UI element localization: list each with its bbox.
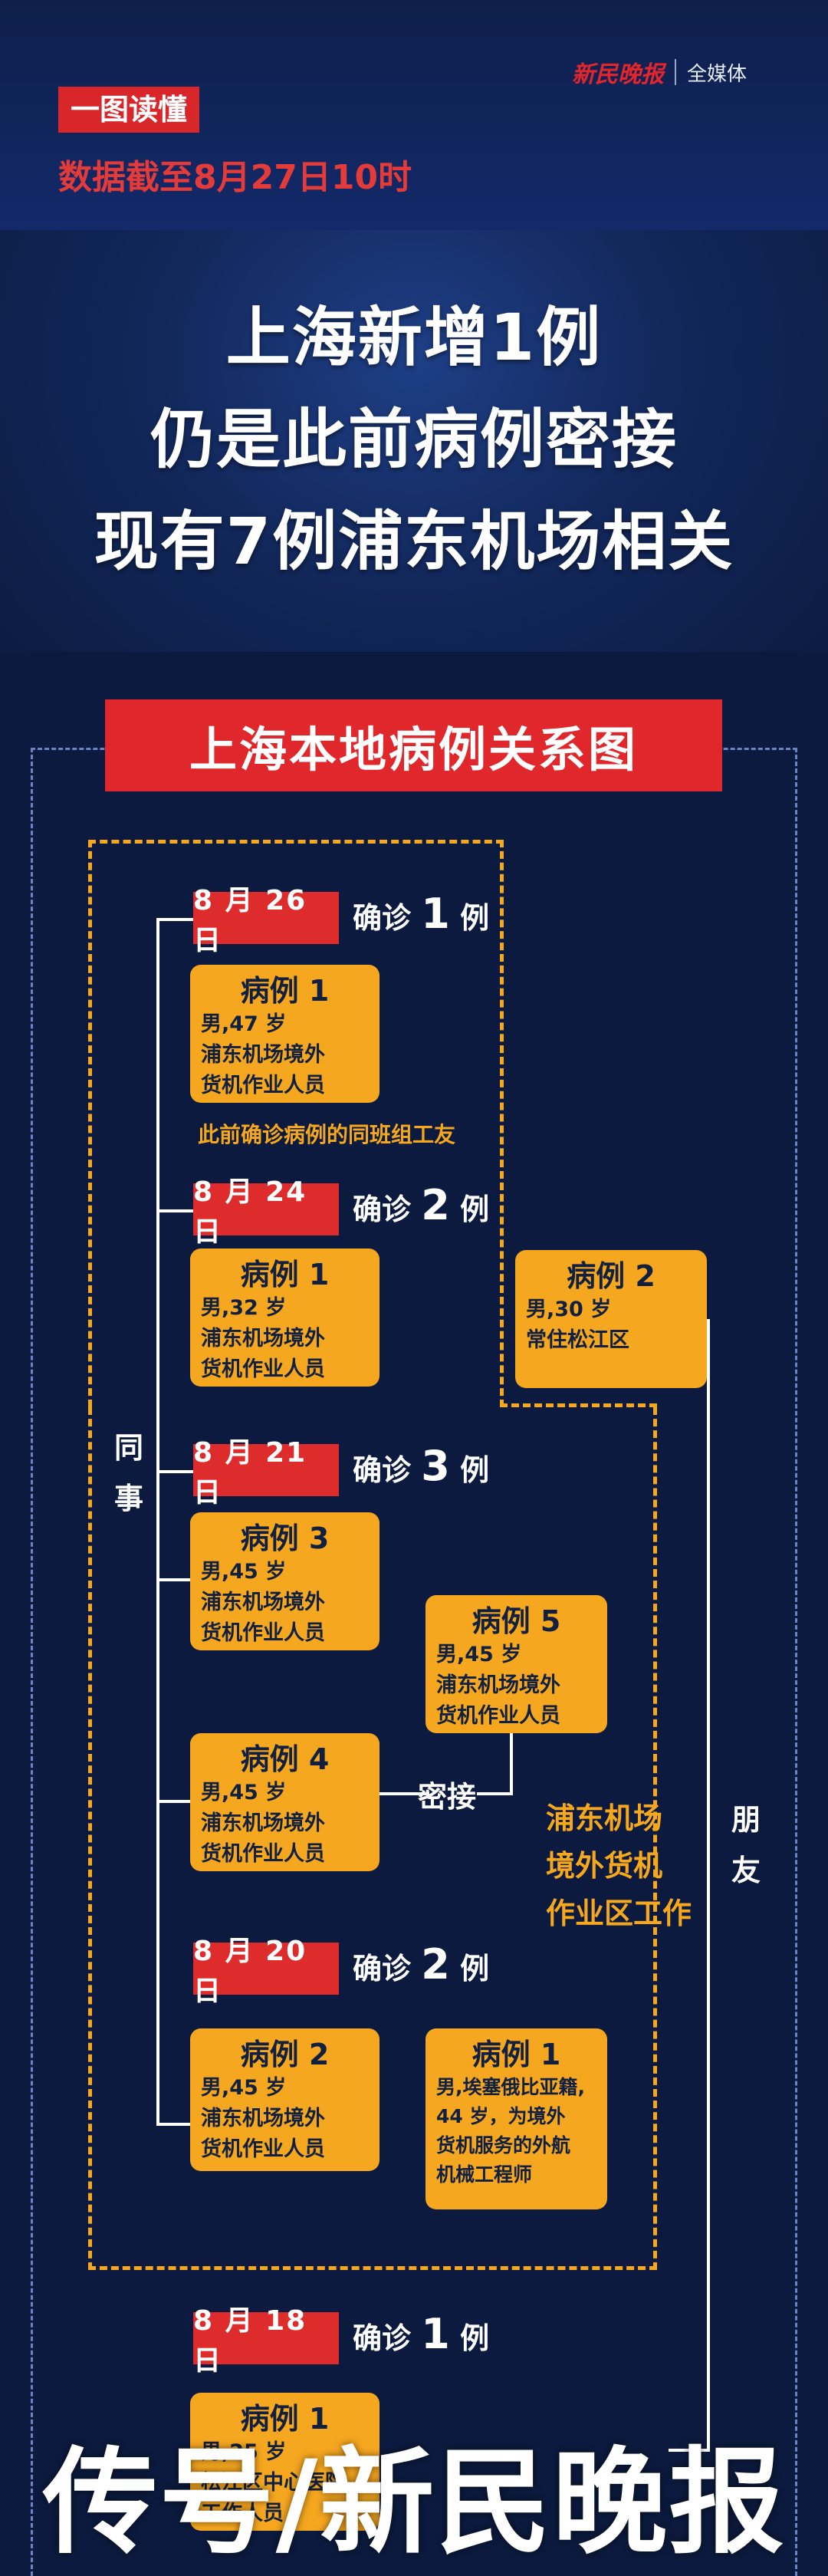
confirm-suffix: 例 [460,1193,490,1226]
case-card: 病例 5 男,45 岁 浦东机场境外 货机作业人员 [426,1595,607,1733]
case-card: 病例 2 男,45 岁 浦东机场境外 货机作业人员 [190,2028,380,2171]
case-details: 男,25 岁 松江区中心医院 工作人员 [201,2440,346,2525]
connector [380,1792,429,1795]
date-badge: 8 月 26 日 [193,885,339,956]
work-area-label: 浦东机场 境外货机 作业区工作 [546,1795,692,1937]
relation-friend: 朋友 [731,1803,761,1887]
data-cutoff: 数据截至8月27日10时 [58,158,412,197]
connector [669,2449,710,2452]
confirm-number: 3 [421,1442,450,1490]
confirm-prefix: 确诊 [353,1193,412,1226]
case-name: 病例 1 [240,1258,330,1291]
headline-line-2: 仍是此前病例密接 [150,402,678,477]
confirmed-count: 确诊 1 例 [353,2310,489,2358]
connector [156,1578,193,1581]
headline-line-1: 上海新增1例 [225,300,603,375]
case-name: 病例 1 [472,2038,561,2071]
work-area-line-2: 境外货机 [546,1849,663,1883]
relation-contact: 密接 [418,1780,477,1814]
confirm-prefix: 确诊 [353,2321,412,2355]
case-details: 男,45 岁 浦东机场境外 货机作业人员 [436,1643,560,1728]
connector [156,1209,193,1212]
brand: 新民晚报 全媒体 [572,55,747,89]
case-name: 病例 2 [240,2038,330,2071]
confirm-number: 1 [421,2310,450,2358]
case-name: 病例 3 [240,1522,330,1555]
case-details: 男,30 岁 常住松江区 [526,1298,629,1352]
connector [477,1792,511,1795]
section-title: 上海本地病例关系图 [105,699,722,791]
case-card: 病例 1 男,25 岁 松江区中心医院 工作人员 [190,2393,380,2531]
headline-line-3: 现有7例浦东机场相关 [94,504,734,579]
connector [156,1800,193,1803]
colleague-bracket-line [156,918,159,2126]
connector [156,918,193,921]
confirm-number: 2 [421,1181,450,1229]
work-area-line-1: 浦东机场 [546,1801,663,1835]
confirmed-count: 确诊 1 例 [353,890,489,938]
case-details: 男,45 岁 浦东机场境外 货机作业人员 [201,1781,325,1866]
date-badge: 8 月 21 日 [193,1437,339,1508]
confirm-suffix: 例 [460,1453,490,1487]
case-details: 男,45 岁 浦东机场境外 货机作业人员 [201,2076,325,2161]
date-badge: 8 月 24 日 [193,1176,339,1248]
case-details: 男,埃塞俄比亚籍, 44 岁，为境外 货机服务的外航 机械工程师 [436,2076,585,2186]
confirm-prefix: 确诊 [353,1952,412,1985]
confirm-number: 1 [421,890,450,938]
brand-logo: 新民晚报 [572,61,664,88]
case-card: 病例 1 男,32 岁 浦东机场境外 货机作业人员 [190,1249,380,1387]
confirm-prefix: 确诊 [353,1453,412,1487]
coworker-caption: 此前确诊病例的同班组工友 [198,1122,456,1147]
airport-group-frame-lower [88,1407,657,2270]
tag-badge: 一图读懂 [58,87,200,133]
case-card: 病例 3 男,45 岁 浦东机场境外 货机作业人员 [190,1512,380,1650]
date-badge: 8 月 18 日 [193,2305,339,2377]
connector [156,1470,193,1473]
confirm-suffix: 例 [460,2321,490,2355]
case-name: 病例 1 [240,2402,330,2436]
case-details: 男,32 岁 浦东机场境外 货机作业人员 [201,1296,325,1381]
airport-group-frame-step [500,1403,657,1411]
confirmed-count: 确诊 2 例 [353,1181,489,1229]
brand-divider [675,59,676,85]
confirmed-count: 确诊 3 例 [353,1442,489,1490]
connector [510,1710,513,1795]
case-name: 病例 1 [240,974,330,1008]
confirm-number: 2 [421,1940,450,1989]
brand-media-label: 全媒体 [687,62,748,86]
case-name: 病例 5 [472,1604,561,1638]
case-name: 病例 4 [240,1742,330,1776]
relation-colleague: 同事 [113,1431,143,1515]
case-card: 病例 1 男,47 岁 浦东机场境外 货机作业人员 [190,965,380,1103]
connector [156,2123,193,2126]
case-name: 病例 2 [567,1259,656,1293]
confirm-suffix: 例 [460,901,490,935]
case-card: 病例 2 男,30 岁 常住松江区 [515,1250,707,1388]
friend-bracket-line [707,1319,710,2450]
airport-group-frame-upper [88,840,504,1407]
watermark: 传号/新民晚报 [42,2436,786,2570]
case-details: 男,45 岁 浦东机场境外 货机作业人员 [201,1560,325,1645]
confirm-suffix: 例 [460,1952,490,1985]
date-badge: 8 月 20 日 [193,1936,339,2007]
case-card: 病例 1 男,埃塞俄比亚籍, 44 岁，为境外 货机服务的外航 机械工程师 [426,2028,607,2209]
case-details: 男,47 岁 浦东机场境外 货机作业人员 [201,1012,325,1097]
case-card: 病例 4 男,45 岁 浦东机场境外 货机作业人员 [190,1733,380,1871]
confirm-prefix: 确诊 [353,901,412,935]
work-area-line-3: 作业区工作 [546,1897,692,1930]
confirmed-count: 确诊 2 例 [353,1940,489,1989]
